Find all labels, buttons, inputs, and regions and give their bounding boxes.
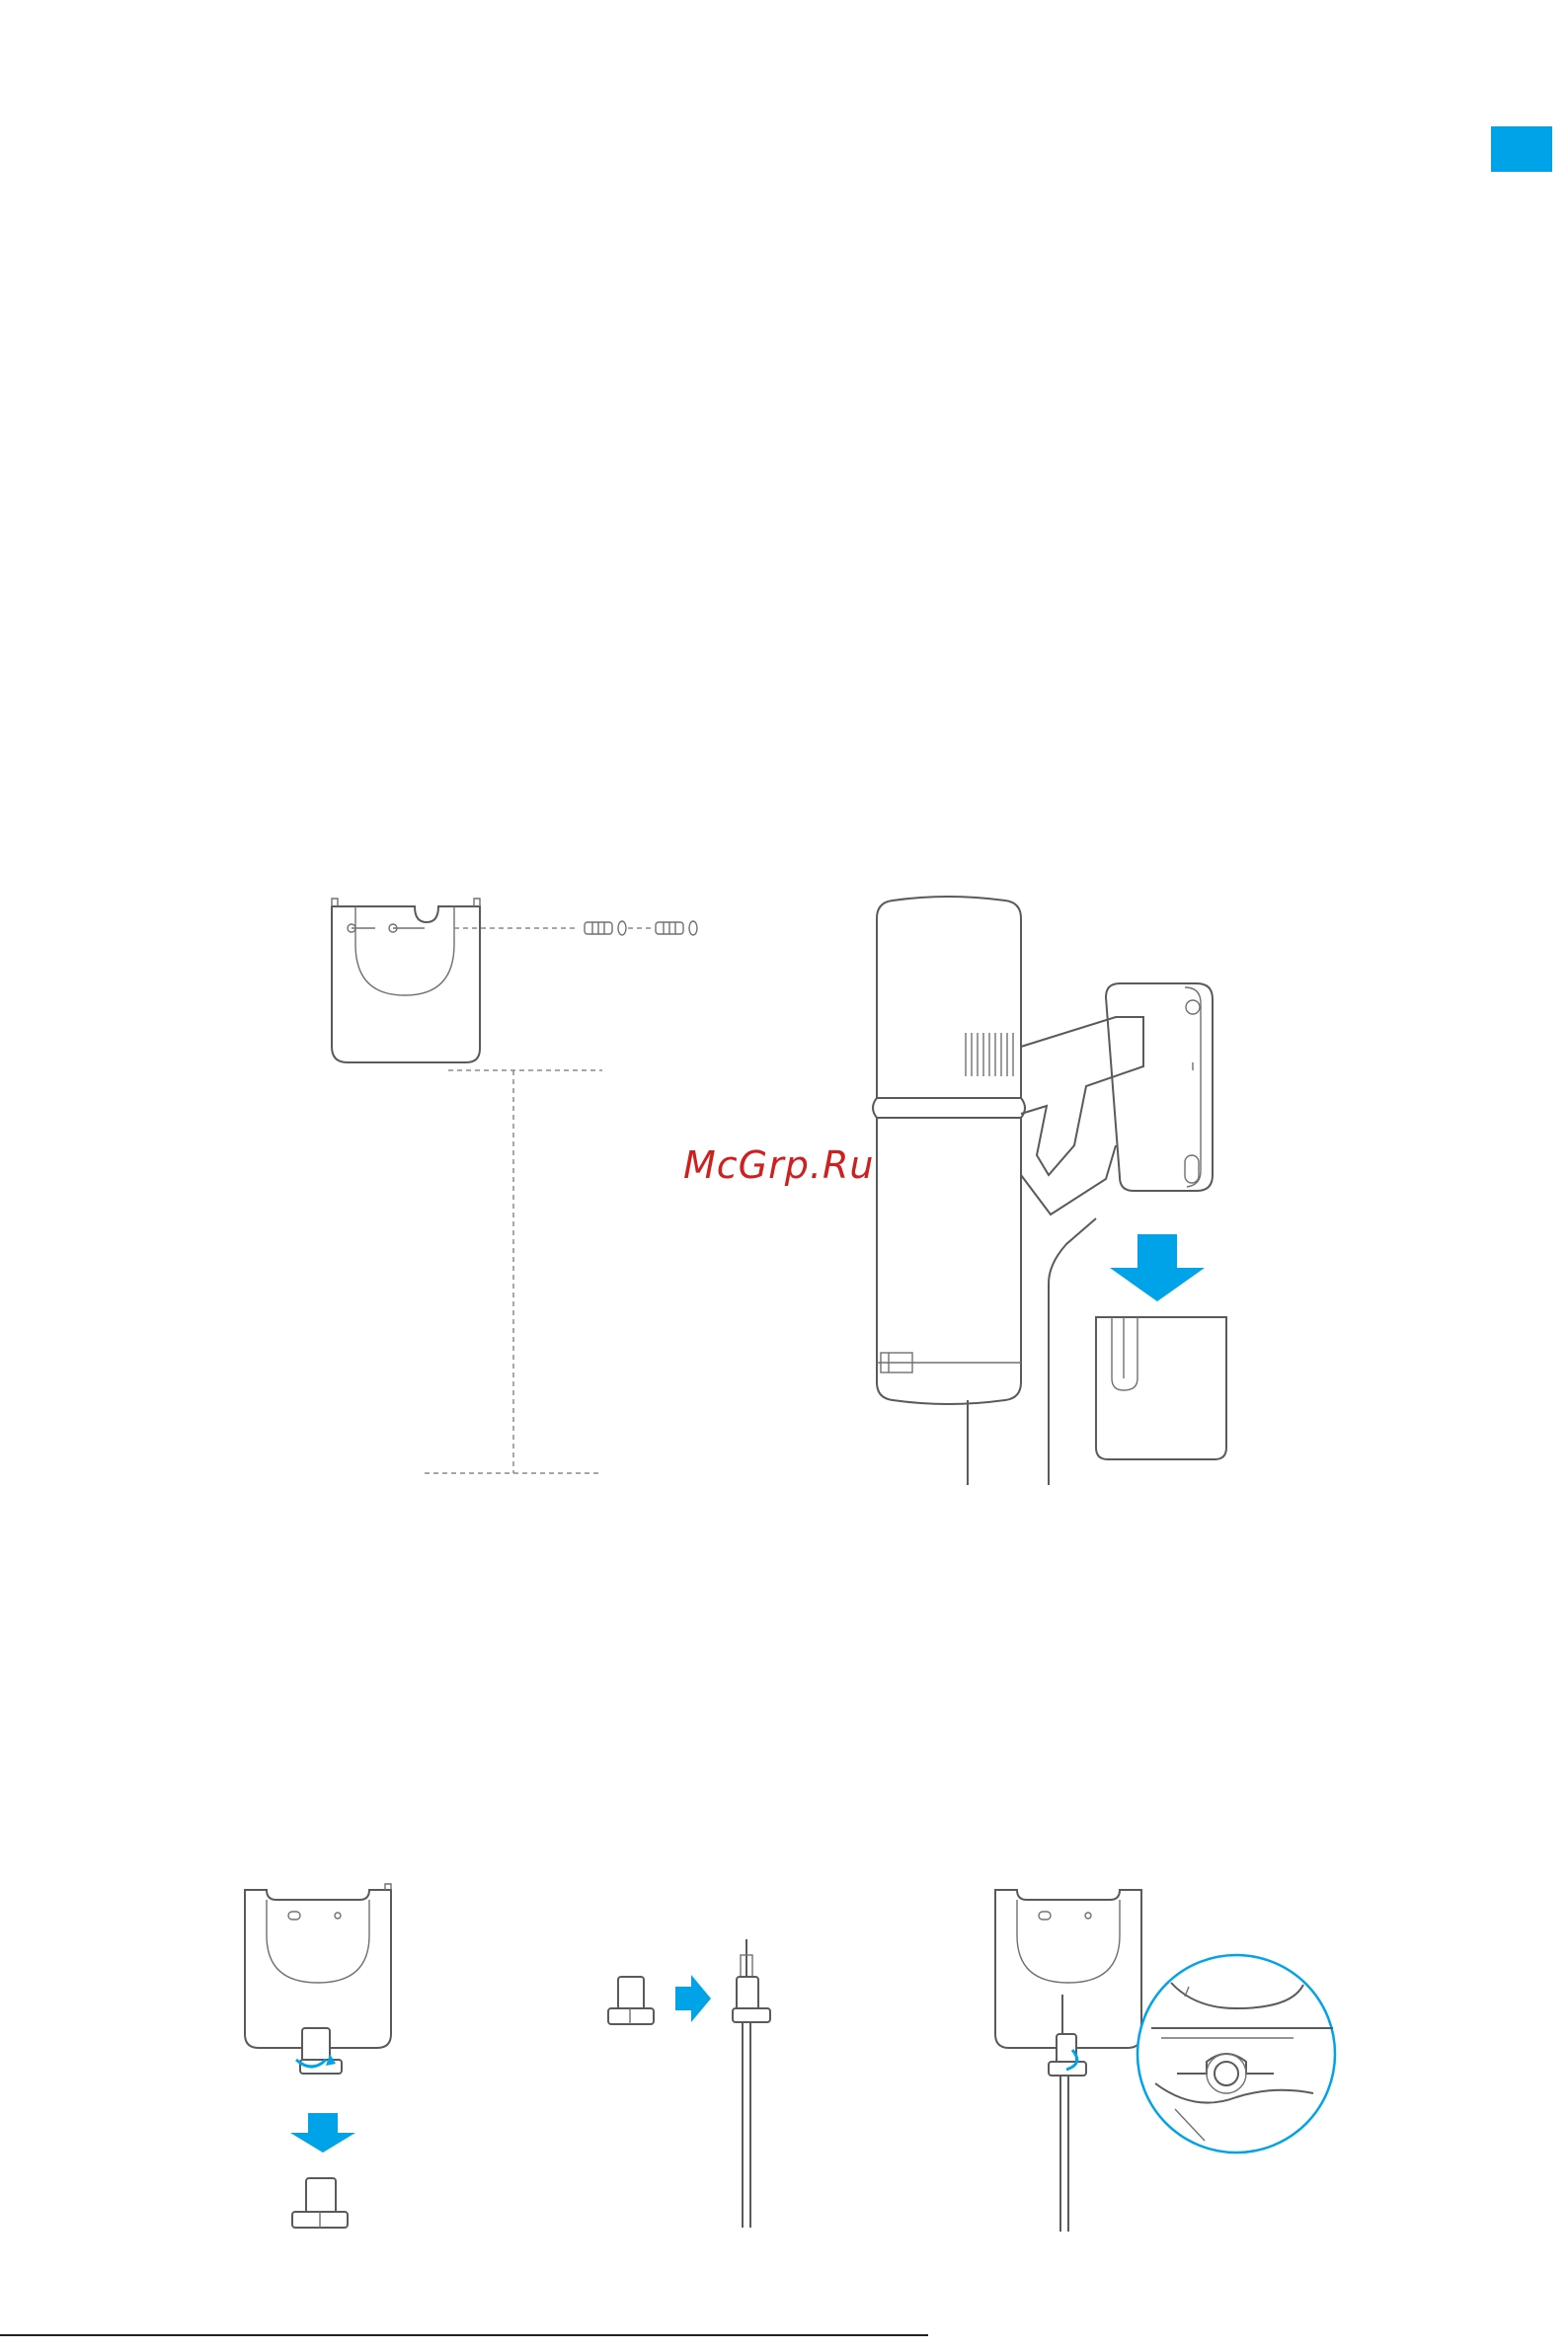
bracket-screws-anchors-icon <box>332 899 697 1473</box>
bracket-clip-remove-icon <box>245 1884 391 2228</box>
figure-attach-clip-cable <box>592 1916 810 2251</box>
page-bottom-rule <box>0 2334 928 2336</box>
bracket-cable-detail-icon <box>995 1890 1335 2232</box>
clip-to-cable-icon <box>608 1939 770 2228</box>
figure-wall-mount-holes <box>316 889 731 1481</box>
figure-route-cable <box>978 1876 1333 2251</box>
vacuum-on-bracket-icon <box>873 897 1226 1485</box>
section-tab-marker <box>1491 126 1552 172</box>
figure-remove-clip <box>227 1876 425 2251</box>
figure-vacuum-dock <box>859 889 1254 1501</box>
watermark-text: McGrp.Ru <box>683 1143 874 1187</box>
